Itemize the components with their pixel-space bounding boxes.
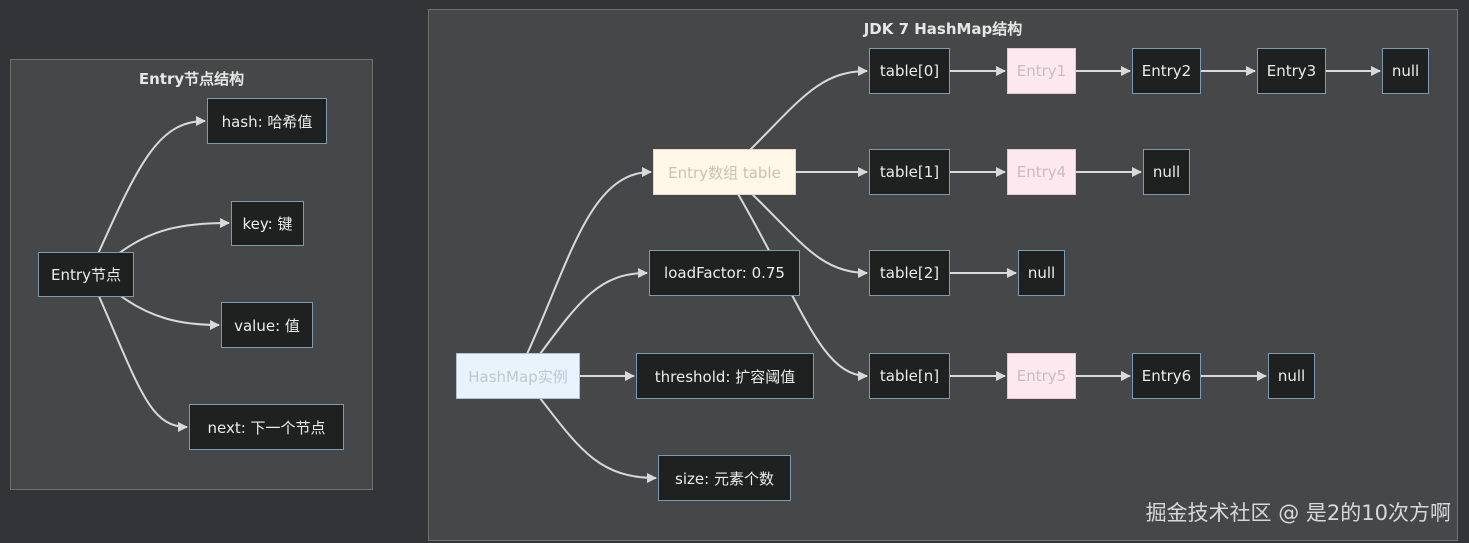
value-field-node: value: 值 — [221, 302, 313, 348]
entry5-node: Entry5 — [1007, 353, 1076, 399]
entry-node: Entry节点 — [38, 252, 134, 297]
table-slot-n: table[n] — [869, 353, 950, 399]
entry2-node: Entry2 — [1132, 48, 1201, 94]
next-field-node: next: 下一个节点 — [189, 404, 344, 450]
null-node-2: null — [1018, 250, 1065, 296]
entry1-node: Entry1 — [1007, 48, 1076, 94]
table-slot-0: table[0] — [869, 48, 950, 94]
table-slot-2: table[2] — [869, 250, 950, 296]
entry4-node: Entry4 — [1007, 149, 1076, 195]
null-node-1: null — [1143, 149, 1190, 195]
threshold-node: threshold: 扩容阈值 — [636, 353, 814, 399]
entry3-node: Entry3 — [1257, 48, 1326, 94]
key-field-node: key: 键 — [231, 201, 304, 246]
watermark: 掘金技术社区 @ 是2的10次方啊 — [1145, 501, 1451, 525]
null-node-n: null — [1268, 353, 1315, 399]
size-node: size: 元素个数 — [658, 455, 791, 501]
entry-array-node: Entry数组 table — [653, 149, 796, 195]
load-factor-node: loadFactor: 0.75 — [649, 250, 800, 296]
hashmap-instance-node: HashMap实例 — [456, 353, 580, 399]
hashmap-structure-title: JDK 7 HashMap结构 — [863, 20, 1023, 38]
hash-field-node: hash: 哈希值 — [207, 98, 327, 144]
table-slot-1: table[1] — [869, 149, 950, 195]
null-node-0: null — [1382, 48, 1429, 94]
entry-structure-title: Entry节点结构 — [138, 70, 245, 88]
entry6-node: Entry6 — [1132, 353, 1201, 399]
